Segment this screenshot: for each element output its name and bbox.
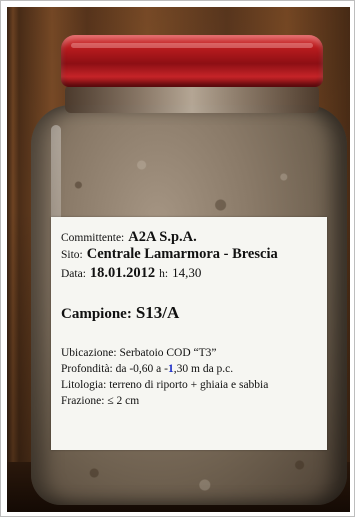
data-value: 18.01.2012 bbox=[89, 265, 156, 281]
frazione-value: ≤ 2 cm bbox=[107, 395, 140, 407]
ubicazione-label: Ubicazione: bbox=[61, 347, 117, 359]
hour-value: 14,30 bbox=[172, 265, 202, 280]
campione-value: S13/A bbox=[135, 303, 180, 322]
hour-label: h: bbox=[159, 268, 169, 280]
sample-label: Committente: A2A S.p.A. Sito: Centrale L… bbox=[51, 217, 327, 450]
jar-neck bbox=[65, 85, 319, 113]
committente-line: Committente: A2A S.p.A. bbox=[61, 228, 197, 246]
profondita-handwritten-digit: 1 bbox=[168, 363, 174, 375]
data-line: Data: 18.01.2012 h: 14,30 bbox=[61, 264, 201, 282]
frazione-line: Frazione: ≤ 2 cm bbox=[61, 395, 139, 407]
litologia-value: terreno di riporto + ghiaia e sabbia bbox=[109, 379, 269, 391]
sito-line: Sito: Centrale Lamarmora - Brescia bbox=[61, 245, 278, 263]
ubicazione-value: Serbatoio COD “T3” bbox=[119, 347, 217, 359]
committente-label: Committente: bbox=[61, 232, 125, 244]
litologia-label: Litologia: bbox=[61, 379, 107, 391]
photo: Committente: A2A S.p.A. Sito: Centrale L… bbox=[7, 7, 350, 512]
litologia-line: Litologia: terreno di riporto + ghiaia e… bbox=[61, 379, 268, 391]
committente-value: A2A S.p.A. bbox=[128, 229, 197, 245]
red-lid bbox=[61, 35, 323, 87]
profondita-line: Profondità: da -0,60 a -1,30 m da p.c. bbox=[61, 363, 233, 375]
campione-line: Campione: S13/A bbox=[61, 303, 179, 323]
sito-value: Centrale Lamarmora - Brescia bbox=[86, 246, 278, 262]
frazione-label: Frazione: bbox=[61, 395, 105, 407]
profondita-prefix: da -0,60 a - bbox=[115, 363, 168, 375]
glass-jar: Committente: A2A S.p.A. Sito: Centrale L… bbox=[31, 35, 347, 505]
data-label: Data: bbox=[61, 268, 86, 280]
sito-label: Sito: bbox=[61, 249, 83, 261]
ubicazione-line: Ubicazione: Serbatoio COD “T3” bbox=[61, 347, 217, 359]
profondita-label: Profondità: bbox=[61, 363, 113, 375]
campione-label: Campione: bbox=[61, 306, 132, 322]
profondita-suffix: ,30 m da p.c. bbox=[173, 363, 234, 375]
